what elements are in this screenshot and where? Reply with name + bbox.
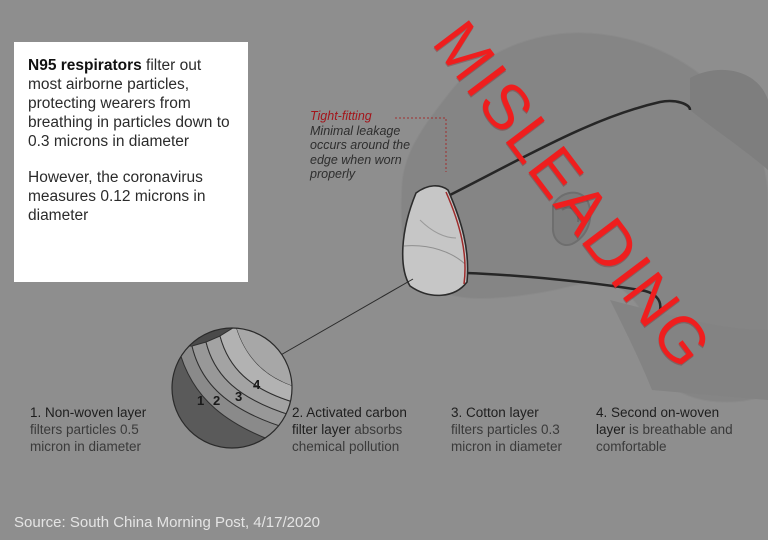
n95-mask	[401, 185, 469, 297]
layer-4-head: 4. Second on-woven layer	[596, 405, 720, 437]
layer-3-number: 3	[235, 389, 242, 404]
info-paragraph-1-text: filter out most airborne particles, prot…	[28, 57, 230, 150]
mask-red-edge	[445, 191, 466, 285]
hair-bun	[690, 69, 768, 170]
lower-strap	[465, 271, 662, 311]
callout-title: Tight-fitting	[310, 109, 372, 123]
info-bold-lead: N95 respirators	[28, 57, 142, 74]
callout-leader	[395, 117, 447, 172]
source-credit: Source: South China Morning Post, 4/17/2…	[14, 514, 321, 531]
callout-text: Minimal leakage occurs around the edge w…	[310, 123, 411, 182]
tight-fitting-callout: Tight-fitting Minimal leakage occurs aro…	[310, 109, 430, 182]
layer-3-head: 3. Cotton layer	[451, 405, 539, 420]
layer-1-caption: 1. Non-woven layer filters particles 0.5…	[30, 404, 160, 455]
neck	[610, 300, 768, 400]
info-paragraph-2: However, the coronavirus measures 0.12 m…	[28, 169, 206, 224]
layer-2-desc: absorbs chemical pollution	[292, 422, 403, 454]
layer-1-desc: filters particles 0.5 micron in diameter	[30, 422, 142, 454]
zoom-connector	[271, 278, 414, 361]
layer-2-caption: 2. Activated carbon filter layer absorbs…	[292, 404, 432, 455]
upper-strap	[441, 99, 692, 201]
layer-4-number: 4	[253, 377, 261, 392]
layer-4-desc: is breathable and comfortable	[596, 422, 733, 454]
layer-3-desc: filters particles 0.3 micron in diameter	[451, 422, 563, 454]
info-paragraph-1: N95 respirators filter out most airborne…	[28, 56, 236, 151]
layer-1-head: 1. Non-woven layer	[30, 405, 147, 420]
info-box: N95 respirators filter out most airborne…	[14, 42, 248, 282]
layer-4-caption: 4. Second on-woven layer is breathable a…	[596, 404, 746, 455]
layer-2-number: 2	[213, 393, 220, 408]
layer-1-number: 1	[197, 393, 204, 408]
layer-2-head: 2. Activated carbon filter layer	[292, 405, 407, 437]
layer-3-caption: 3. Cotton layer filters particles 0.3 mi…	[451, 404, 581, 455]
ear	[551, 191, 592, 246]
